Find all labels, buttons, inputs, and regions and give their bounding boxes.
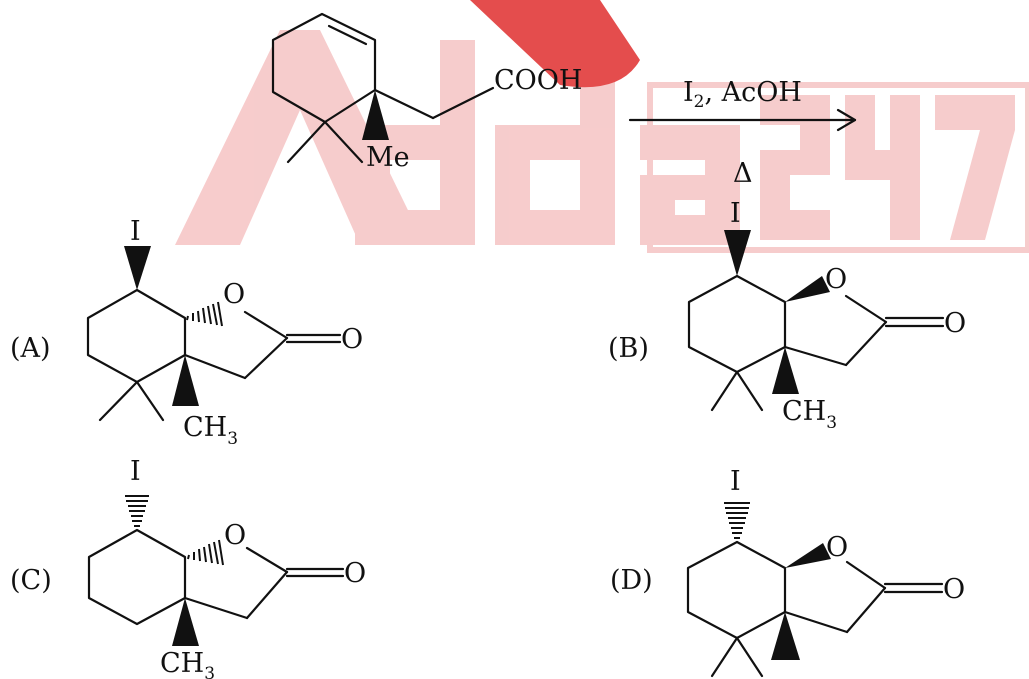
reactant-structure: COOH Me bbox=[271, 12, 582, 173]
option-a-ring bbox=[86, 288, 187, 384]
option-c-methyl: CH3 bbox=[160, 648, 215, 679]
option-d-gem-2 bbox=[735, 636, 764, 678]
option-c: (C) O O I CH3 bbox=[10, 456, 366, 679]
watermark-letter-a2 bbox=[640, 125, 740, 245]
option-a-methyl: CH3 bbox=[183, 412, 238, 449]
option-c-carbonyl-o: O bbox=[344, 558, 366, 589]
option-b-ch2-bond bbox=[783, 345, 848, 367]
option-d-o-wedge bbox=[785, 543, 831, 568]
option-a-methyl-wedge bbox=[172, 355, 199, 406]
condition-label: Δ bbox=[733, 158, 753, 189]
reactant-me-label: Me bbox=[366, 142, 410, 173]
option-c-o-hash bbox=[187, 539, 224, 566]
option-a-label: (A) bbox=[10, 333, 51, 364]
option-c-label: (C) bbox=[10, 565, 52, 596]
option-a-gem-1 bbox=[98, 380, 139, 422]
option-a-c-bond bbox=[243, 336, 289, 380]
option-b-iodo: I bbox=[730, 198, 741, 229]
option-a-ring-o: O bbox=[223, 279, 245, 310]
option-d-iodo: I bbox=[730, 466, 741, 497]
option-a-iodo: I bbox=[130, 216, 141, 247]
reactant-acid-label: COOH bbox=[494, 65, 582, 96]
option-b-label: (B) bbox=[608, 333, 649, 364]
option-d-iodo-hash bbox=[724, 502, 750, 539]
option-b-methyl: CH3 bbox=[782, 396, 837, 433]
option-d-c-bond bbox=[845, 586, 887, 634]
option-b-iodo-wedge bbox=[724, 230, 751, 276]
option-b-methyl-wedge bbox=[772, 347, 799, 394]
option-d-ring-o-bond bbox=[845, 560, 887, 590]
option-a-carbonyl-o: O bbox=[341, 324, 363, 355]
option-d-label: (D) bbox=[610, 565, 653, 596]
option-b-ring-o: O bbox=[825, 264, 847, 295]
option-b-carbonyl-o: O bbox=[944, 308, 966, 339]
option-d-ring-o: O bbox=[826, 532, 848, 563]
watermark-letter-d2 bbox=[495, 40, 615, 245]
option-a-o-hash bbox=[186, 301, 223, 327]
option-d-gem-1 bbox=[710, 636, 739, 678]
reactant-double-bond bbox=[327, 24, 368, 46]
reactant-methyl-bond-2 bbox=[323, 120, 364, 164]
option-d-methyl-wedge bbox=[771, 612, 800, 660]
option-c-ring-o-bond bbox=[245, 546, 289, 574]
reactant-chain-2 bbox=[431, 86, 495, 120]
option-d-ring bbox=[686, 540, 787, 640]
option-b-gem-2 bbox=[735, 370, 764, 412]
option-c-iodo: I bbox=[130, 456, 141, 487]
option-b-gem-1 bbox=[710, 370, 739, 412]
arrow-head bbox=[836, 108, 857, 132]
option-a-iodo-wedge bbox=[124, 246, 151, 290]
watermark-digit-7 bbox=[935, 95, 1015, 240]
option-b-c-bond bbox=[844, 320, 888, 367]
option-a-gem-2 bbox=[135, 380, 165, 422]
option-a: (A) O O I CH3 bbox=[10, 216, 363, 449]
reactant-methyl-wedge bbox=[362, 90, 389, 140]
option-d-carbonyl-o: O bbox=[943, 574, 965, 605]
reactant-methyl-bond-1 bbox=[286, 120, 327, 164]
option-c-c-bond bbox=[245, 570, 289, 620]
reactant-chain-1 bbox=[373, 88, 435, 120]
option-c-ring bbox=[87, 528, 187, 626]
option-d: (D) O O I bbox=[610, 466, 965, 678]
reaction-arrow: I2, AcOH Δ bbox=[628, 77, 857, 189]
option-c-ring-o: O bbox=[224, 520, 246, 551]
watermark bbox=[175, 0, 1029, 253]
option-d-ch2-bond bbox=[783, 610, 849, 634]
watermark-arc bbox=[470, 0, 640, 88]
option-a-ch2-bond bbox=[183, 353, 247, 380]
watermark-digit-2 bbox=[760, 95, 830, 240]
option-c-methyl-wedge bbox=[172, 598, 199, 646]
option-c-ch2-bond bbox=[183, 596, 249, 620]
option-b-o-wedge bbox=[785, 276, 830, 302]
option-b-ring bbox=[687, 274, 787, 374]
option-b-ring-o-bond bbox=[844, 294, 888, 324]
watermark-digit-4 bbox=[845, 95, 920, 240]
watermark-letter-d1 bbox=[355, 40, 475, 245]
watermark-box bbox=[647, 82, 1029, 253]
reagent-label: I2, AcOH bbox=[683, 77, 802, 112]
option-a-ring-o-bond bbox=[243, 310, 289, 340]
option-b: (B) O O I CH3 bbox=[608, 198, 966, 433]
option-c-iodo-hash bbox=[125, 495, 149, 527]
